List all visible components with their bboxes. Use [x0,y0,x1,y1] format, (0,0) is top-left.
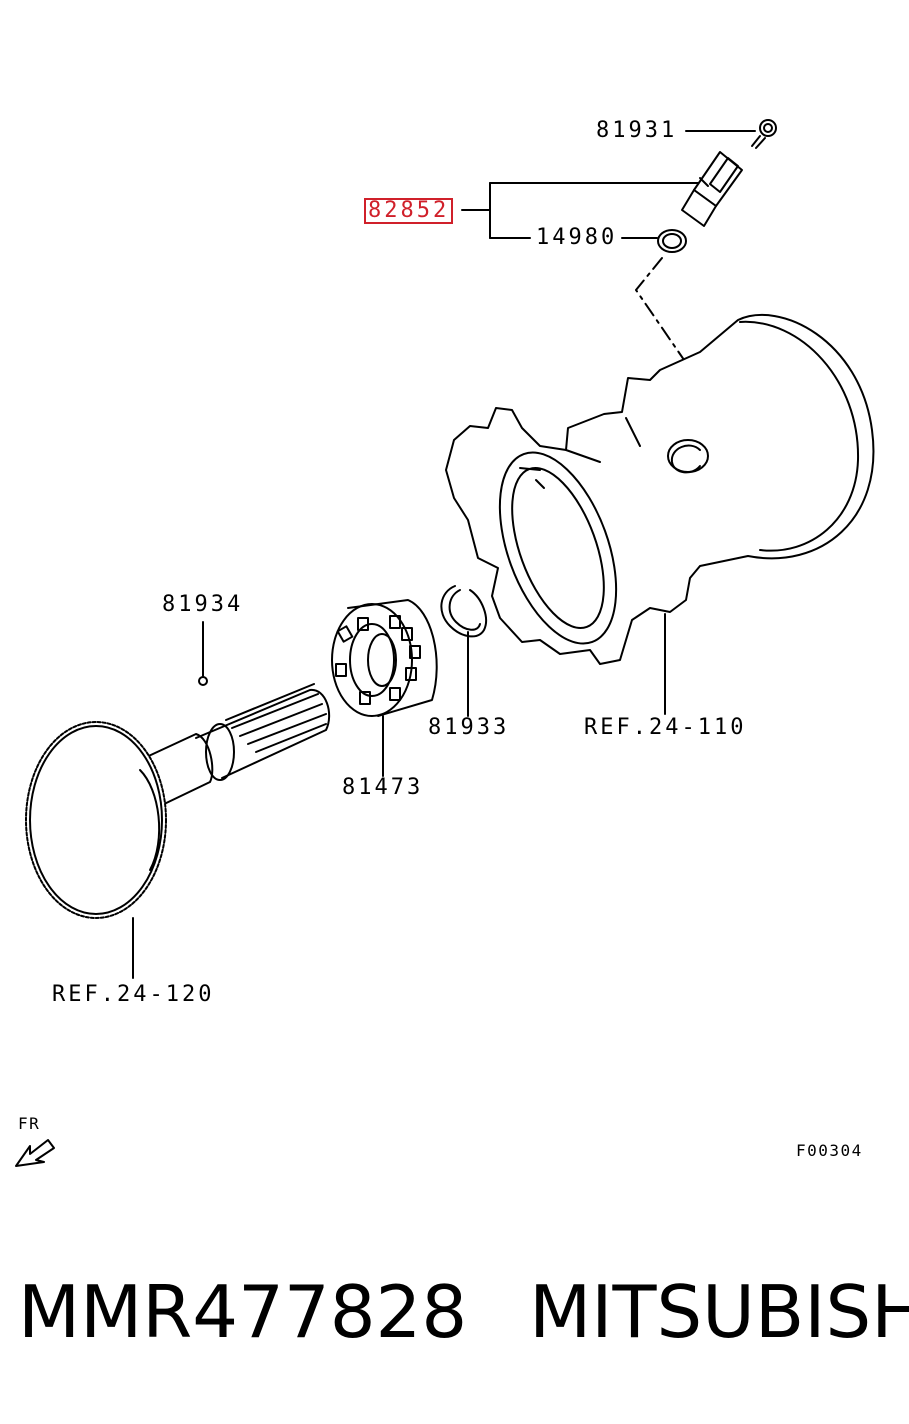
callout-ref-24-120: REF.24-120 [52,982,215,1007]
callout-ref-24-110: REF.24-110 [584,715,747,740]
callout-81934: 81934 [162,592,244,617]
output-shaft-part [25,683,331,919]
bearing-part [331,599,438,717]
housing-part [445,314,875,665]
brand-name: MITSUBISHI [529,1270,909,1354]
callout-81931: 81931 [596,118,678,143]
figure-code: F00304 [796,1141,863,1160]
snap-ring-part [440,585,488,638]
o-ring-part [657,229,687,253]
front-arrow-icon [15,1139,55,1167]
part-number: MMR477828 [18,1270,468,1354]
callout-14980: 14980 [536,225,618,250]
bolt-part [751,119,777,149]
callout-82852-highlighted[interactable]: 82852 [364,198,454,224]
callout-81473: 81473 [342,775,424,800]
pin-part [198,676,208,686]
speed-sensor-part [681,151,743,227]
callout-81933: 81933 [428,715,510,740]
front-direction-label: FR [18,1114,41,1133]
